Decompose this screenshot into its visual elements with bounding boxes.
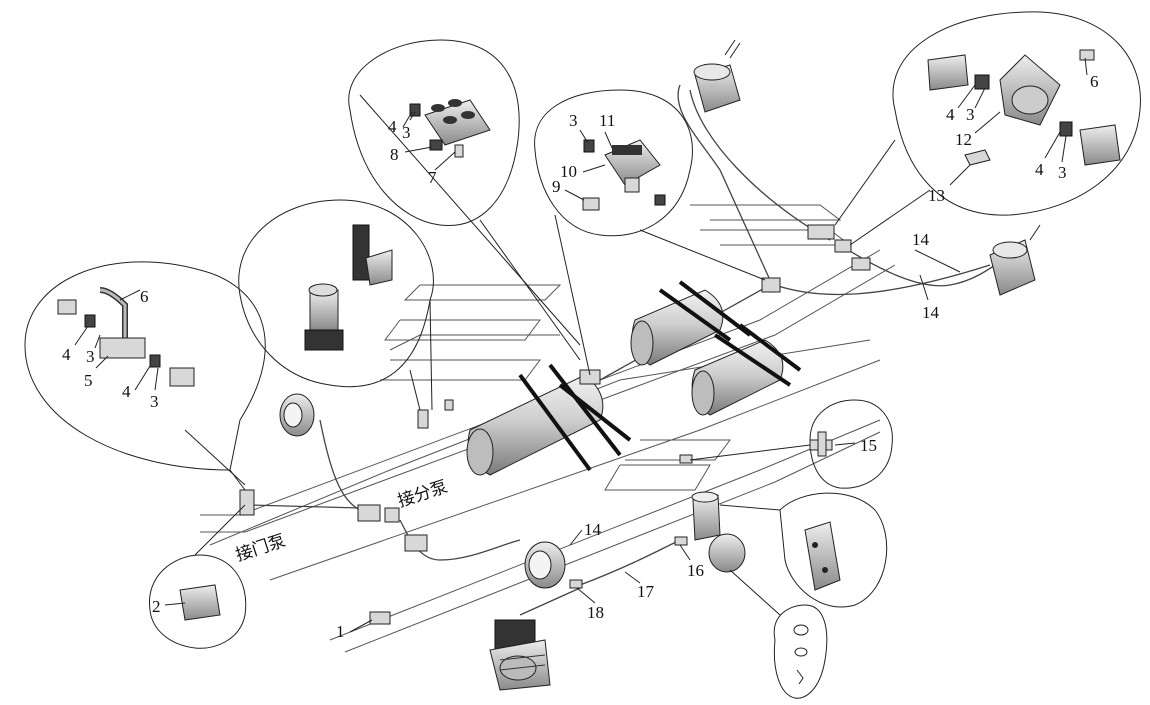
label-4-left-b: 4 — [122, 382, 131, 401]
label-14-right-b: 14 — [922, 303, 940, 322]
brake-chamber-left — [279, 393, 315, 437]
detail-bubble-seals — [729, 569, 828, 699]
part-labels: 1 2 6 4 3 5 4 3 4 3 8 7 3 11 10 9 4 3 6 … — [62, 72, 1099, 641]
air-dryer — [691, 491, 746, 573]
detail-bubble-relay — [238, 199, 434, 411]
label-3-right-b: 3 — [1058, 163, 1067, 182]
label-14-bottom: 14 — [584, 520, 602, 539]
air-tank-lower — [691, 323, 802, 416]
label-3-left-a: 3 — [86, 347, 95, 366]
air-tank-upper — [630, 280, 752, 366]
detail-bubble-bracket — [719, 492, 888, 608]
label-2: 2 — [152, 597, 161, 616]
label-1: 1 — [336, 622, 345, 641]
label-3-left-b: 3 — [150, 392, 159, 411]
label-3-top: 3 — [402, 123, 411, 142]
label-18: 18 — [587, 603, 604, 622]
detail-bubble-15 — [689, 399, 893, 489]
detail-bubble-relay-valve — [534, 89, 766, 376]
label-5: 5 — [84, 371, 93, 390]
label-8: 8 — [390, 145, 399, 164]
brake-chamber-right — [989, 224, 1041, 296]
annotation-splitter-pump: 接分泵 — [395, 477, 450, 512]
chassis-frame — [200, 204, 896, 653]
detail-bubble-left — [24, 261, 266, 491]
label-4-top: 4 — [388, 117, 397, 136]
label-11: 11 — [599, 111, 615, 130]
detail-bubble-right — [834, 11, 1141, 246]
label-4-right-b: 4 — [1035, 160, 1044, 179]
label-10: 10 — [560, 162, 577, 181]
label-13: 13 — [928, 186, 945, 205]
label-17: 17 — [637, 582, 655, 601]
label-3-center: 3 — [569, 111, 578, 130]
label-7: 7 — [428, 168, 437, 187]
label-4-left-a: 4 — [62, 345, 71, 364]
detail-bubble-2 — [149, 504, 247, 649]
label-3-right-a: 3 — [966, 105, 975, 124]
label-15: 15 — [860, 436, 877, 455]
leader-lines — [74, 57, 1088, 633]
air-compressor — [489, 619, 551, 691]
label-12: 12 — [955, 130, 972, 149]
frame-valves — [239, 224, 871, 625]
brake-chamber-top — [693, 39, 741, 113]
annotation-door-pump: 接门泵 — [233, 531, 288, 566]
label-4-right-a: 4 — [946, 105, 955, 124]
air-tank-large — [466, 363, 632, 476]
label-6-right: 6 — [1090, 72, 1099, 91]
label-14-right-a: 14 — [912, 230, 930, 249]
detail-bubble-four-circuit — [348, 39, 581, 361]
label-16: 16 — [687, 561, 704, 580]
label-6-left: 6 — [140, 287, 149, 306]
label-9: 9 — [552, 177, 561, 196]
brake-chamber-14 — [524, 541, 566, 589]
